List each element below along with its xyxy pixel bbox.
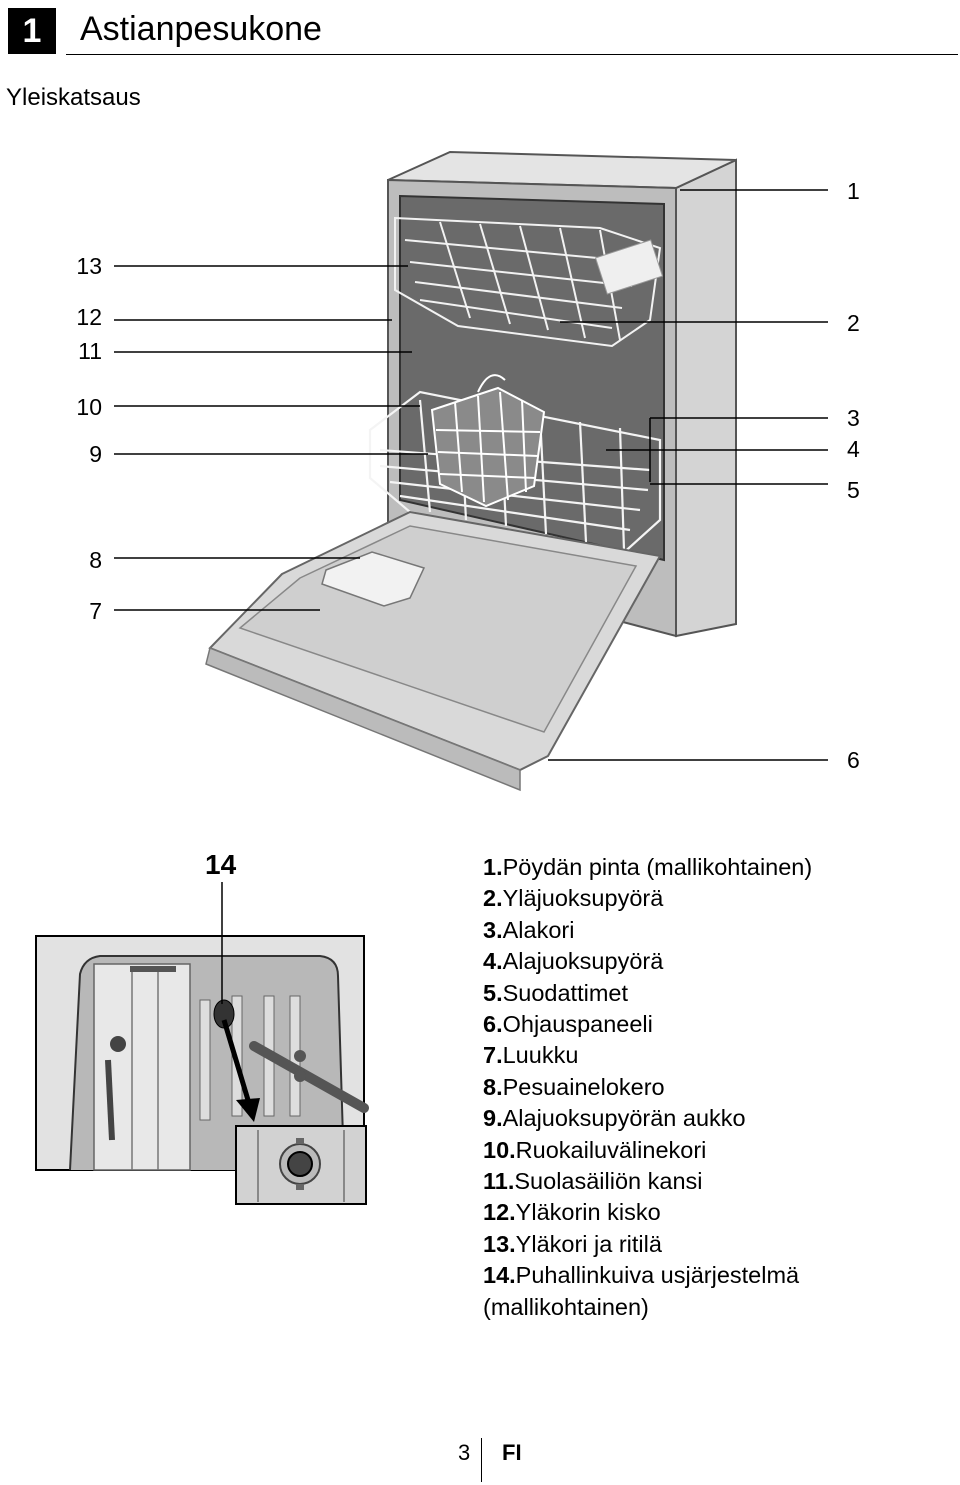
- chapter-number-box: 1: [8, 8, 56, 54]
- callout-3: 3: [847, 405, 860, 431]
- detail-arrow: [221, 1019, 260, 1122]
- callout-2: 2: [847, 310, 860, 336]
- legend-continuation: (mallikohtainen): [483, 1293, 649, 1320]
- legend-item: 8.Pesuainelokero: [483, 1073, 665, 1100]
- chapter-number: 1: [22, 11, 42, 50]
- legend-item: 3.Alakori: [483, 916, 575, 943]
- callout-8: 8: [89, 547, 102, 573]
- legend-item: 1.Pöydän pinta (mallikohtainen): [483, 854, 813, 880]
- cup-rack: [594, 239, 664, 295]
- detail-tub: [35, 935, 369, 1171]
- callout-4: 4: [847, 436, 860, 462]
- callout-1: 1: [847, 178, 860, 204]
- door-bottom-edge: [205, 646, 521, 792]
- cabinet-side: [675, 158, 737, 638]
- page-number: 3: [458, 1440, 471, 1465]
- callout-11: 11: [78, 338, 102, 364]
- language-code: FI: [502, 1440, 522, 1465]
- chapter-title: Astianpesukone: [80, 10, 322, 48]
- callout-13: 13: [76, 253, 102, 279]
- legend-item: 7.Luukku: [483, 1042, 579, 1069]
- callout-6: 6: [847, 747, 860, 773]
- legend-item: 12.Yläkorin kisko: [483, 1199, 661, 1226]
- legend-item: 5.Suodattimet: [483, 979, 629, 1006]
- title-rule: [66, 54, 958, 55]
- legend-item: 14.Puhallinkuiva usjärjestelmä: [483, 1262, 800, 1289]
- legend-item: 11.Suolasäiliön kansi: [483, 1168, 703, 1195]
- component-legend: 1.Pöydän pinta (mallikohtainen) 2.Yläjuo…: [483, 852, 812, 1323]
- leader-lines: [114, 189, 828, 761]
- cutlery-basket: [430, 374, 546, 508]
- legend-item: 9.Alajuoksupyörän aukko: [483, 1105, 746, 1132]
- dishwasher-illustration: [114, 150, 828, 792]
- legend-item: 4.Alajuoksupyörä: [483, 948, 664, 975]
- callout-10: 10: [76, 394, 102, 420]
- legend-item: 10.Ruokailuvälinekori: [483, 1136, 707, 1163]
- legend-item: 6.Ohjauspaneeli: [483, 1011, 653, 1038]
- callout-5: 5: [847, 477, 860, 503]
- callout-14: 14: [205, 849, 237, 880]
- callout-7: 7: [89, 598, 102, 624]
- footer-divider: [481, 1438, 482, 1482]
- detergent-dispenser: [321, 551, 426, 607]
- section-title: Yleiskatsaus: [6, 84, 141, 111]
- callout-9: 9: [89, 441, 102, 467]
- legend-item: 2.Yläjuoksupyörä: [483, 885, 664, 912]
- fan-outlet-closeup: [235, 1125, 367, 1205]
- callout-12: 12: [76, 304, 102, 330]
- legend-item: 13.Yläkori ja ritilä: [483, 1230, 662, 1257]
